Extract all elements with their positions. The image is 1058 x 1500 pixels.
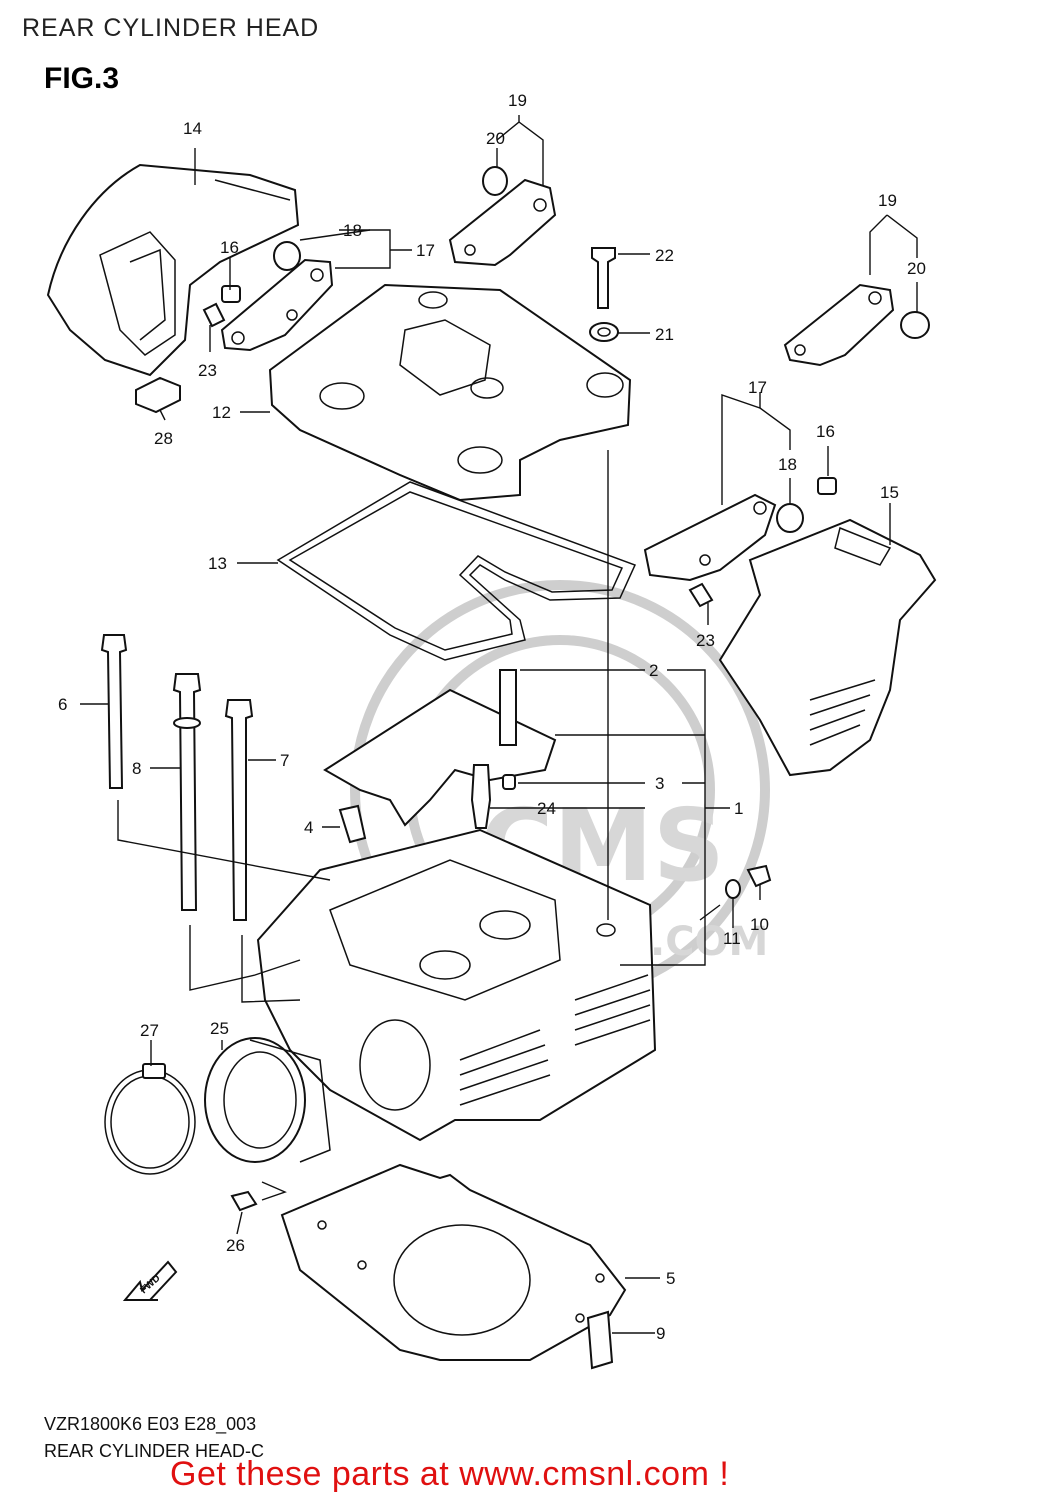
callout-labels: 14 16 23 28 12 13 18 17 19 20 22 21 19 2… — [58, 91, 926, 1343]
callout-4: 4 — [304, 818, 313, 837]
callout-13: 13 — [208, 554, 227, 573]
tappet-part — [338, 804, 367, 844]
rubber-pad-part — [135, 376, 181, 414]
callout-26: 26 — [226, 1236, 245, 1255]
callout-11: 11 — [723, 929, 741, 948]
dowel-pin-part — [586, 1310, 614, 1370]
callout-25: 25 — [210, 1019, 229, 1038]
callout-19-top: 19 — [508, 91, 527, 110]
callout-23-right: 23 — [696, 631, 715, 650]
cms-watermark: CMS .COM — [350, 580, 770, 1000]
bolt-7-part — [224, 699, 254, 921]
bracket-right-part — [643, 493, 777, 582]
grommet-18-left-part — [273, 241, 301, 271]
grommet-20-right-part — [900, 311, 930, 339]
bolt-23-right-part — [688, 582, 714, 608]
callout-24: 24 — [537, 799, 556, 818]
callout-18-left: 18 — [343, 221, 362, 240]
callout-1: 1 — [734, 799, 743, 818]
screw-26-part — [230, 1190, 258, 1212]
diagram-name: REAR CYLINDER HEAD-C — [44, 1441, 265, 1461]
callout-3: 3 — [655, 774, 664, 793]
callout-16-right: 16 — [816, 422, 835, 441]
callout-5: 5 — [666, 1269, 675, 1288]
watermark-subtext: .COM — [650, 919, 768, 965]
callout-7: 7 — [280, 751, 289, 770]
intake-pipe-part — [204, 1037, 331, 1163]
clamp-part — [104, 1063, 196, 1175]
bolt-8-part — [172, 673, 202, 911]
head-gasket-part — [280, 1163, 627, 1361]
right-cover-part — [718, 518, 937, 777]
callout-23-left: 23 — [198, 361, 217, 380]
grommet-18-right-part — [776, 503, 804, 533]
bracket-19-right-part — [783, 283, 895, 367]
callout-20-right: 20 — [907, 259, 926, 278]
callout-6: 6 — [58, 695, 67, 714]
figure-label: FIG.3 — [44, 62, 120, 95]
cylinder-head-part — [256, 828, 657, 1142]
model-code: VZR1800K6 E03 E28_003 — [44, 1414, 257, 1434]
callout-28: 28 — [154, 429, 173, 448]
bolt-16-right-part — [817, 477, 837, 495]
washer-11-part — [725, 879, 741, 899]
leader-lines — [80, 115, 918, 1334]
bolt-22-part — [591, 247, 616, 309]
camshaft-holder-part — [323, 669, 557, 827]
callout-22: 22 — [655, 246, 674, 265]
left-cover-part — [46, 163, 300, 377]
callout-2: 2 — [649, 661, 658, 680]
callout-14: 14 — [183, 119, 202, 138]
bolt-6-part — [100, 634, 128, 789]
callout-17-right: 17 — [748, 378, 767, 397]
callout-17-left: 17 — [416, 241, 435, 260]
fwd-arrow-icon: FWD — [122, 1260, 178, 1301]
bolt-23-left-part — [202, 302, 226, 328]
callout-9: 9 — [656, 1324, 665, 1343]
callout-18-right: 18 — [778, 455, 797, 474]
bracket-left-part — [220, 258, 334, 352]
callout-21: 21 — [655, 325, 674, 344]
cylinder-head-cover-part — [268, 283, 632, 502]
callout-19-right: 19 — [878, 191, 897, 210]
promo-link[interactable]: Get these parts at www.cmsnl.com ! — [170, 1455, 730, 1493]
callout-15: 15 — [880, 483, 899, 502]
washer-21-part — [589, 322, 619, 342]
callout-12: 12 — [212, 403, 231, 422]
spark-plug-part — [470, 764, 492, 829]
callout-8: 8 — [132, 759, 141, 778]
callout-16-left: 16 — [220, 238, 239, 257]
cover-gasket-part — [276, 481, 637, 661]
bolt-10-part — [746, 864, 772, 888]
page-title: REAR CYLINDER HEAD — [22, 14, 320, 42]
callout-20-top: 20 — [486, 129, 505, 148]
bracket-19-top-part — [448, 178, 557, 267]
bolt-16-left-part — [221, 285, 241, 303]
grommet-20-top-part — [482, 166, 508, 196]
callout-10: 10 — [750, 915, 769, 934]
callout-27: 27 — [140, 1021, 159, 1040]
